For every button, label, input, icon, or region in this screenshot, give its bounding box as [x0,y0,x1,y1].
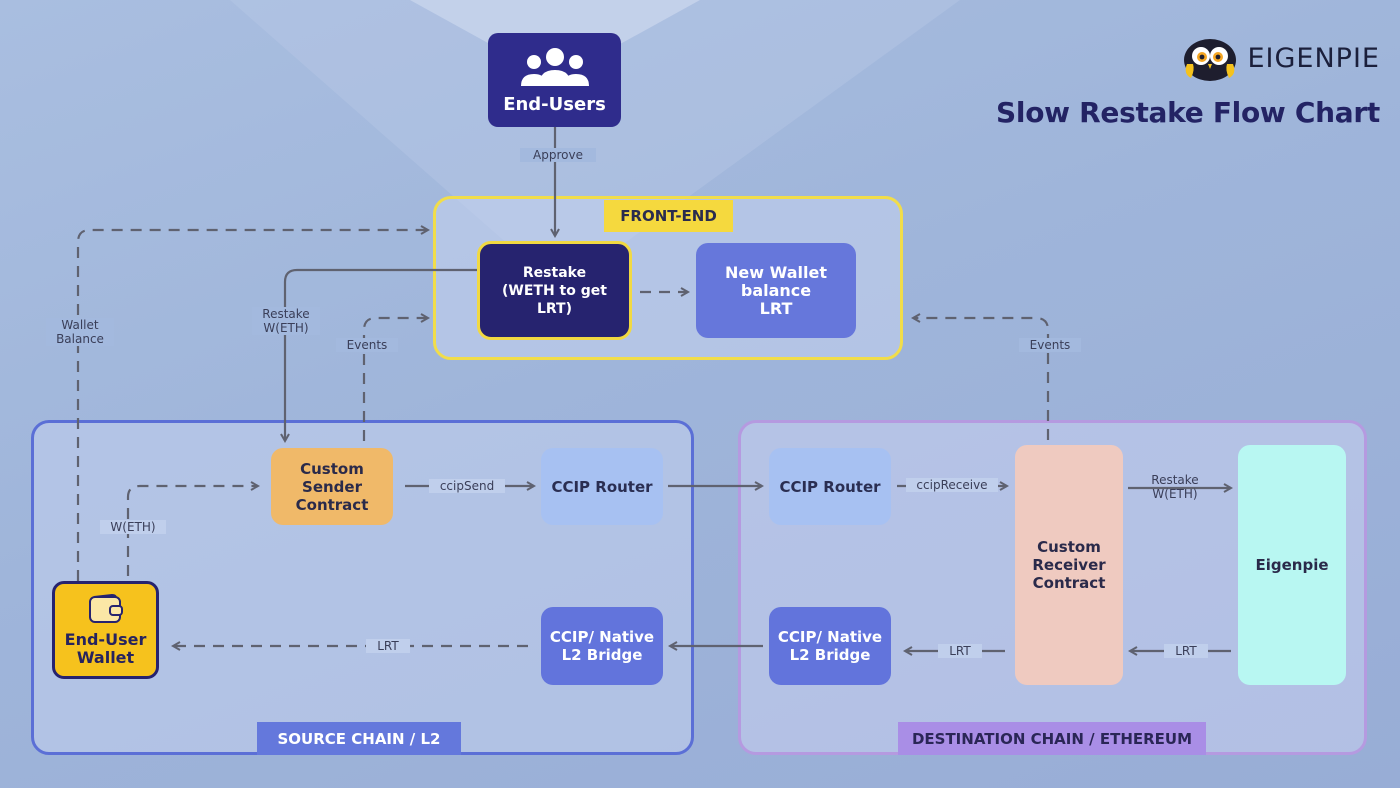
restake-weth-label: Restake W(ETH) [252,307,320,335]
custom-receiver-contract-node: Custom Receiver Contract [1015,445,1123,685]
ccip-native-bridge-source-node: CCIP/ Native L2 Bridge [541,607,663,685]
sender-line-3: Contract [295,495,369,514]
frontend-region-label: FRONT-END [604,200,733,232]
ccip-native-bridge-destination-node: CCIP/ Native L2 Bridge [769,607,891,685]
ccip-router-source-node: CCIP Router [541,448,663,525]
bridge-destination-line-2: L2 Bridge [789,646,871,664]
destination-chain-region-label: DESTINATION CHAIN / ETHEREUM [898,722,1206,755]
ccip-send-label: ccipSend [429,479,505,493]
eigenpie-node: Eigenpie [1238,445,1346,685]
arrow-restake-weth [285,268,477,441]
restake-line-3: LRT) [536,300,573,317]
wallet-line-1: End-User [64,630,147,649]
wallet-line-2: Wallet [76,648,135,667]
ccip-router-destination-node: CCIP Router [769,448,891,525]
end-users-node: End-Users [488,33,621,127]
bridge-source-line-1: CCIP/ Native [549,628,655,646]
wallet-icon [88,593,123,623]
lrt-eigenpie-text: LRT [1175,644,1197,658]
new-wallet-line-3: LRT [759,298,793,318]
end-user-wallet-node: End-User Wallet [52,581,159,679]
arrow-weth-to-sender [126,486,258,576]
custom-sender-contract-node: Custom Sender Contract [271,448,393,525]
arrow-wallet-balance [76,230,428,581]
lrt-bridge-destination-label: LRT [938,644,982,658]
restake-weth-line-2: W(ETH) [263,321,309,335]
wallet-balance-label: Wallet Balance [46,318,114,346]
events-source-text: Events [346,338,388,352]
weth-label: W(ETH) [100,520,166,534]
receiver-line-1: Custom [1037,538,1101,556]
new-wallet-line-2: balance [740,280,812,300]
restake-node[interactable]: Restake (WETH to get LRT) [477,241,632,340]
brand-name: EIGENPIE [1247,42,1380,74]
approve-text: Approve [533,148,583,162]
arrow-events-destination [913,318,1050,440]
bridge-destination-line-1: CCIP/ Native [777,628,883,646]
chart-title: Slow Restake Flow Chart [996,96,1380,129]
restake-weth-destination-line-1: Restake [1151,473,1199,487]
receiver-line-2: Receiver [1032,556,1106,574]
events-destination-label: Events [1019,338,1081,352]
eigenpie-label: Eigenpie [1255,556,1329,574]
sender-line-1: Custom [300,459,364,478]
restake-weth-line-1: Restake [262,307,310,321]
users-group-icon [520,48,589,86]
receiver-line-3: Contract [1032,574,1106,592]
events-source-label: Events [336,338,398,352]
restake-weth-destination-label: Restake W(ETH) [1143,473,1207,501]
lrt-bridge-destination-text: LRT [949,644,971,658]
lrt-wallet-text: LRT [377,639,399,653]
new-wallet-balance-node: New Wallet balance LRT [696,243,856,338]
events-destination-text: Events [1029,338,1071,352]
arrow-events-source [362,318,428,441]
ccip-router-source-label: CCIP Router [551,477,653,496]
lrt-wallet-label: LRT [366,639,410,653]
restake-weth-destination-line-2: W(ETH) [1152,487,1198,501]
ccip-send-text: ccipSend [439,479,495,493]
weth-text: W(ETH) [110,520,156,534]
source-chain-region-label: SOURCE CHAIN / L2 [257,722,461,755]
wallet-balance-line-2: Balance [56,332,104,346]
wallet-balance-line-1: Wallet [61,318,99,332]
restake-line-2: (WETH to get [502,282,607,299]
ccip-receive-text: ccipReceive [916,478,988,492]
owl-logo-icon [1184,39,1237,81]
sender-line-2: Sender [302,477,362,496]
restake-line-1: Restake [522,264,587,281]
ccip-receive-label: ccipReceive [906,478,998,492]
bridge-source-line-2: L2 Bridge [561,646,643,664]
new-wallet-line-1: New Wallet [725,262,827,282]
lrt-eigenpie-label: LRT [1164,644,1208,658]
brand-header: EIGENPIE Slow Restake Flow Chart [996,34,1380,129]
end-users-label: End-Users [503,94,606,115]
ccip-router-destination-label: CCIP Router [779,477,881,496]
approve-label: Approve [520,148,596,162]
